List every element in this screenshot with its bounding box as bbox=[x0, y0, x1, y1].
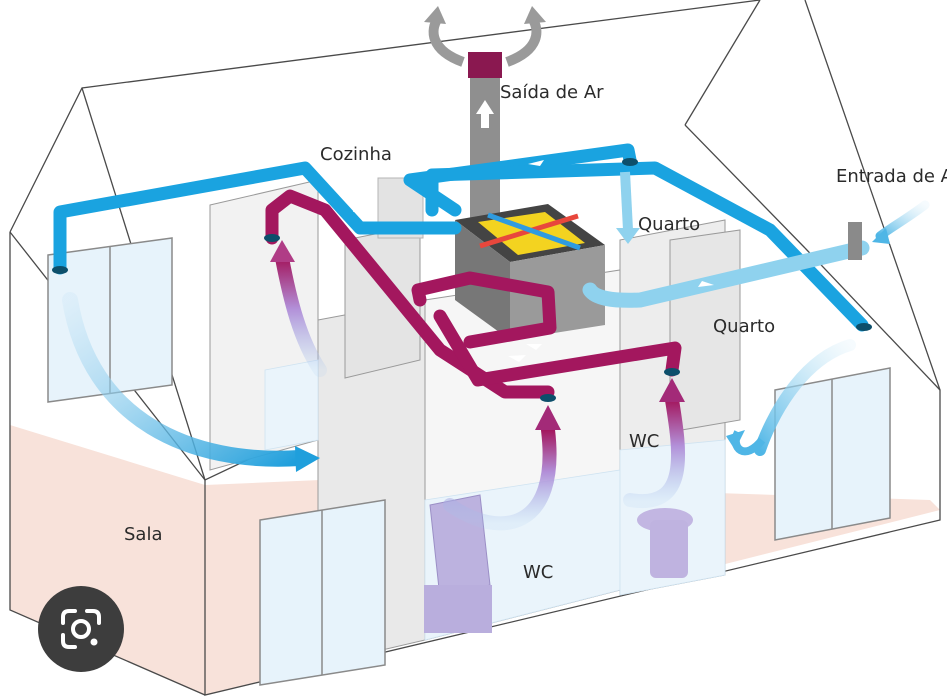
fresh-air-duct-light bbox=[582, 240, 870, 308]
label-entrada-de-ar: Entrada de A bbox=[836, 166, 947, 187]
google-lens-icon bbox=[61, 609, 101, 649]
label-wc-right: WC bbox=[629, 431, 660, 452]
label-quarto-top: Quarto bbox=[638, 214, 701, 235]
label-quarto-right: Quarto bbox=[713, 316, 776, 337]
exhaust-ducts bbox=[265, 189, 682, 399]
duct-outlets bbox=[52, 158, 872, 402]
exhaust-airflow-arrows bbox=[270, 240, 686, 531]
label-wc-center: WC bbox=[523, 562, 554, 583]
label-saida-de-ar: Saída de Ar bbox=[500, 82, 604, 103]
exhaust-chimney bbox=[424, 6, 546, 232]
duct-flow-arrows bbox=[353, 160, 714, 362]
lens-search-button[interactable] bbox=[38, 586, 124, 672]
label-sala: Sala bbox=[124, 524, 163, 545]
supply-airflow-arrows bbox=[62, 171, 930, 472]
label-cozinha: Cozinha bbox=[320, 144, 392, 165]
windows bbox=[47, 237, 891, 686]
air-intake-grille bbox=[848, 222, 862, 260]
